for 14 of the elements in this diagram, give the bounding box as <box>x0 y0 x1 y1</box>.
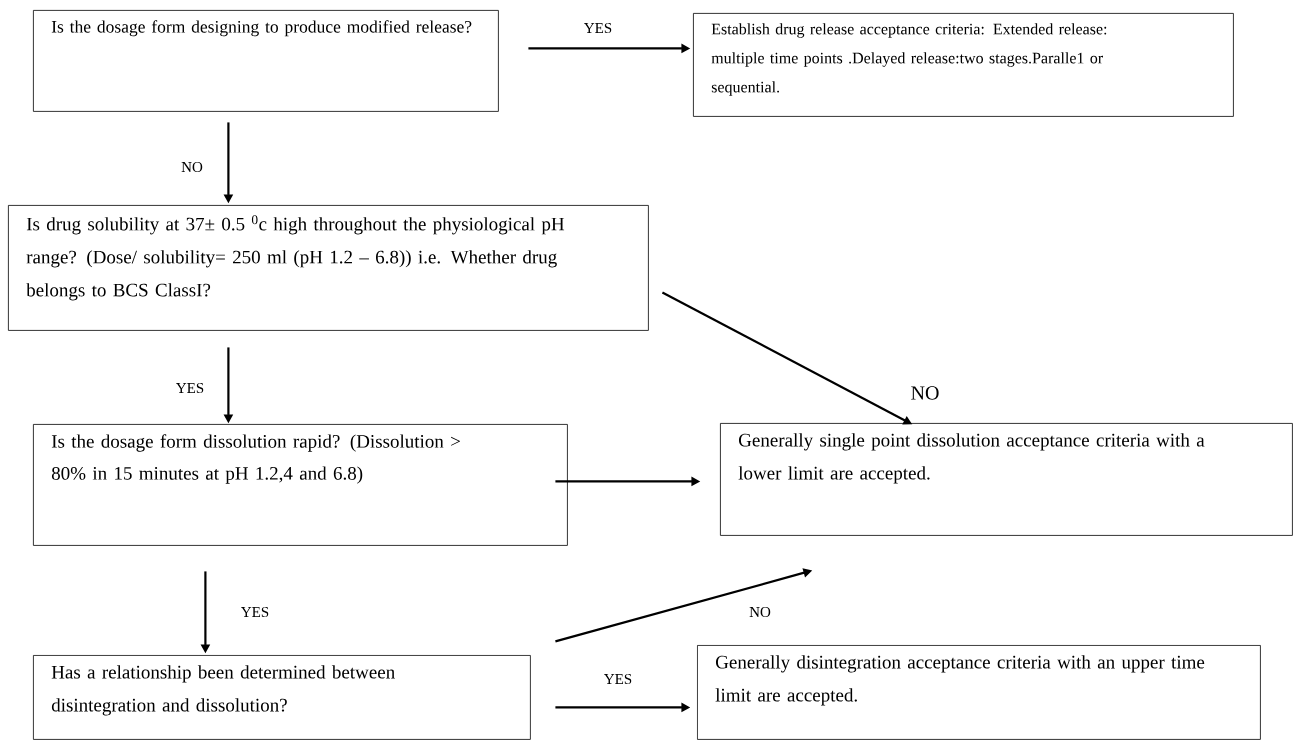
process-box: Is the dosage form designing to produce modified release? <box>33 10 499 112</box>
process-box: Generally single point dissolution acceptance criteria with a lower limit are accepted. <box>720 423 1293 536</box>
edge-label: YES <box>174 381 206 395</box>
process-box: Generally disintegration acceptance criteria with an upper time limit are accepted. <box>697 645 1261 740</box>
edge-label: YES <box>602 672 634 686</box>
process-box: Establish drug release acceptance criteria: Extended release: multiple time points .Delayed release:two stages.Paralle1 or sequential. <box>693 13 1234 117</box>
process-box: Has a relationship been determined between disintegration and dissolution? <box>33 655 531 740</box>
process-box: Is drug solubility at 37± 0.5 $^{0}$c high throughout the physiological pH range? (Dose/ solubility= 250 ml (pH 1.2 – 6.8)) i.e. Whether drug belongs to BCS ClassI? <box>8 205 649 331</box>
edge-label: YES <box>582 21 614 35</box>
edge-label: YES <box>239 605 271 619</box>
edge-label: NO <box>180 160 204 174</box>
edge-label: NO <box>748 605 772 619</box>
process-box: Is the dosage form dissolution rapid? (Dissolution > 80% in 15 minutes at pH 1.2,4 and 6.8) <box>33 424 568 546</box>
edge-label: NO <box>909 385 941 401</box>
